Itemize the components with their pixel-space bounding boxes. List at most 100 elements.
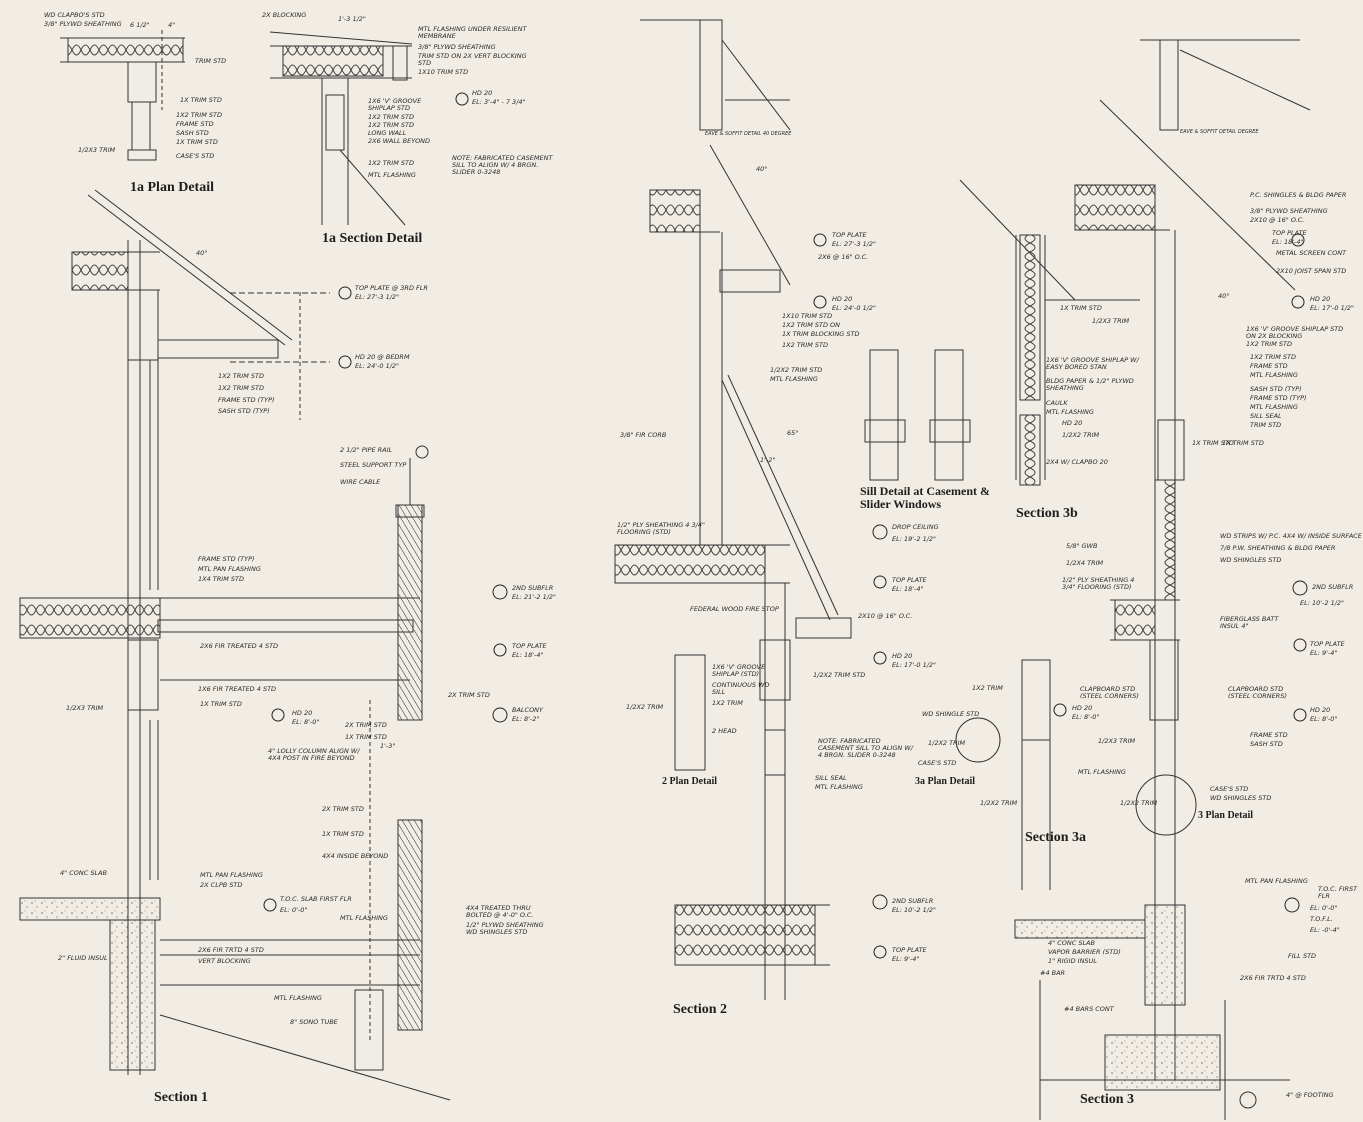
- section-2-title: Section 2: [673, 1002, 728, 1017]
- elevation-markers: [263, 92, 1308, 959]
- note: CASE'S STD: [918, 759, 957, 767]
- note: CONTINUOUS WD SILL: [712, 681, 770, 697]
- elevation-label: EL: 10'-2 1/2": [892, 906, 937, 914]
- note: 1X6 'V' GROOVE SHIPLAP STD ON 2X BLOCKIN…: [1246, 325, 1344, 341]
- note: MTL FLASHING: [1078, 768, 1126, 776]
- note: #4 BARS CONT: [1064, 1005, 1114, 1013]
- elevation-label: EL: 27'-3 1/2": [832, 240, 877, 248]
- note: 2X6 FIR TREATED 4 STD: [200, 642, 279, 650]
- note: 1X TRIM STD: [322, 830, 364, 838]
- elevation-label: TOP PLATE: [512, 642, 547, 650]
- plan-detail-1a: [60, 30, 185, 161]
- note: 2X CLPB STD: [200, 881, 243, 889]
- note: FRAME STD: [1250, 731, 1288, 739]
- note: MTL FLASHING: [770, 375, 818, 383]
- note: 2X10 @ 16" O.C.: [858, 612, 913, 620]
- dimension-label: 6 1/2": [130, 21, 150, 29]
- elevation-label: EL: 27'-3 1/2": [355, 293, 400, 301]
- section-3a-title: Section 3a: [1025, 830, 1087, 845]
- note: WIRE CABLE: [340, 478, 381, 486]
- note: 1X TRIM STD: [1192, 439, 1234, 447]
- elevation-label: EL: 8'-0": [1072, 713, 1100, 721]
- elevation-label: HD 20: [1310, 706, 1331, 714]
- note: 2X TRIM STD: [322, 805, 364, 813]
- elevation-label: EL: 10'-2 1/2": [1300, 599, 1345, 607]
- section-1-title: Section 1: [154, 1090, 209, 1105]
- note: 4X4 INSIDE BEYOND: [322, 852, 389, 860]
- note: MTL PAN FLASHING: [200, 871, 263, 879]
- note: MTL FLASHING UNDER RESILIENT MEMBRANE: [418, 25, 527, 41]
- note: 1/2X3 TRIM: [66, 704, 104, 712]
- note: 1/2X2 TRIM: [626, 703, 664, 711]
- note: TRIM STD ON 2X VERT BLOCKING STD: [418, 52, 527, 68]
- note: STEEL SUPPORT TYP: [340, 461, 407, 469]
- section-3-title: Section 3: [1080, 1092, 1135, 1107]
- plan-detail-3a-title: 3a Plan Detail: [915, 776, 975, 787]
- note: 1/2X2 TRIM STD: [770, 366, 823, 374]
- note: 2X6 @ 16" O.C.: [818, 253, 869, 261]
- note: FILL STD: [1288, 952, 1317, 960]
- note: FRAME STD: [176, 120, 214, 128]
- note: 1X6 'V' GROOVE SHIPLAP (STD): [712, 663, 766, 679]
- note: 1X4 TRIM STD: [198, 575, 244, 583]
- note: MTL FLASHING: [1046, 408, 1094, 416]
- note: SASH STD: [1250, 740, 1283, 748]
- note: 2X4 W/ CLAPBO 20: [1046, 458, 1108, 466]
- note: 1/2X2 TRIM: [1120, 799, 1158, 807]
- elevation-label: TOP PLATE @ 3RD FLR: [355, 284, 428, 292]
- note: 1" RIGID INSUL: [1048, 957, 1097, 965]
- note: MTL PAN FLASHING: [198, 565, 261, 573]
- note: CAULK: [1046, 399, 1068, 407]
- dimension-label: 1'-2": [760, 456, 776, 464]
- elevation-label: EL: 18'-4": [1272, 238, 1304, 246]
- elevation-label: HD 20: [1072, 704, 1093, 712]
- note: 1X TRIM STD: [176, 138, 218, 146]
- note: 1/2X2 TRIM: [1062, 431, 1100, 439]
- note: 1X2 TRIM STD: [218, 372, 264, 380]
- sill-details: [864, 349, 971, 481]
- note: 1X2 TRIM STD: [1250, 353, 1296, 361]
- note: WD STRIPS W/ P.C. 4X4 W/ INSIDE SURFACE: [1220, 532, 1362, 540]
- note: MTL FLASHING: [815, 783, 863, 791]
- note: MTL PAN FLASHING: [1245, 877, 1308, 885]
- plan-detail-2-title: 2 Plan Detail: [662, 776, 717, 787]
- note: 3/8" PLYWD SHEATHING: [1250, 207, 1328, 215]
- note: 3/8" PLYWD SHEATHING: [44, 20, 122, 28]
- note: 2X10 @ 16" O.C.: [1250, 216, 1305, 224]
- note: MTL FLASHING: [340, 914, 388, 922]
- elevation-label: HD 20: [892, 652, 913, 660]
- note: BLDG PAPER & 1/2" PLYWD SHEATHING: [1046, 377, 1134, 393]
- note: 4" LOLLY COLUMN ALIGN W/ 4X4 POST IN FIR…: [268, 747, 360, 763]
- note: 1X2 TRIM STD: [368, 113, 414, 121]
- elevation-label: EL: 3'-4" - 7 3/4": [472, 98, 526, 106]
- note: 1/2" PLY SHEATHING 4 3/4" FLOORING (STD): [617, 521, 705, 537]
- note: MTL FLASHING: [1250, 403, 1298, 411]
- plan-detail-1a-title: 1a Plan Detail: [130, 180, 214, 195]
- note: SASH STD: [176, 129, 209, 137]
- note: SASH STD (TYP): [218, 407, 270, 415]
- note: SILL SEAL: [1250, 412, 1282, 420]
- note: 1X TRIM STD: [1060, 304, 1102, 312]
- note: FRAME STD (TYP): [1250, 394, 1307, 402]
- elevation-label: HD 20: [292, 709, 313, 717]
- note: MTL FLASHING: [274, 994, 322, 1002]
- note: 2X TRIM STD: [448, 691, 490, 699]
- elevation-label: EL: 21'-2 1/2": [512, 593, 557, 601]
- angle-label: 40°: [196, 249, 208, 257]
- section-detail-1a-title: 1a Section Detail: [322, 231, 423, 246]
- elevation-label: HD 20 @ BEDRM: [355, 353, 410, 361]
- note: 1X2 TRIM: [972, 684, 1003, 692]
- note: TRIM STD: [195, 57, 227, 65]
- note: MTL FLASHING: [368, 171, 416, 179]
- note: 1X2 TRIM STD: [368, 159, 414, 167]
- note: 1/2" PLY SHEATHING 4 3/4" FLOORING (STD): [1062, 576, 1135, 592]
- elevation-label: T.O.C. SLAB FIRST FLR: [280, 895, 352, 903]
- elevation-label: EL: 0'-0": [1310, 904, 1338, 912]
- eave-note-right: EAVE & SOFFIT DETAIL DEGREE: [1180, 129, 1259, 135]
- note: #4 BAR: [1040, 969, 1066, 977]
- note: 3/8" PLYWD SHEATHING: [418, 43, 496, 51]
- section-3b-title: Section 3b: [1016, 506, 1078, 521]
- note: 2X6 FIR TRTD 4 STD: [198, 946, 264, 954]
- note: 2" FLUID INSUL: [58, 954, 108, 962]
